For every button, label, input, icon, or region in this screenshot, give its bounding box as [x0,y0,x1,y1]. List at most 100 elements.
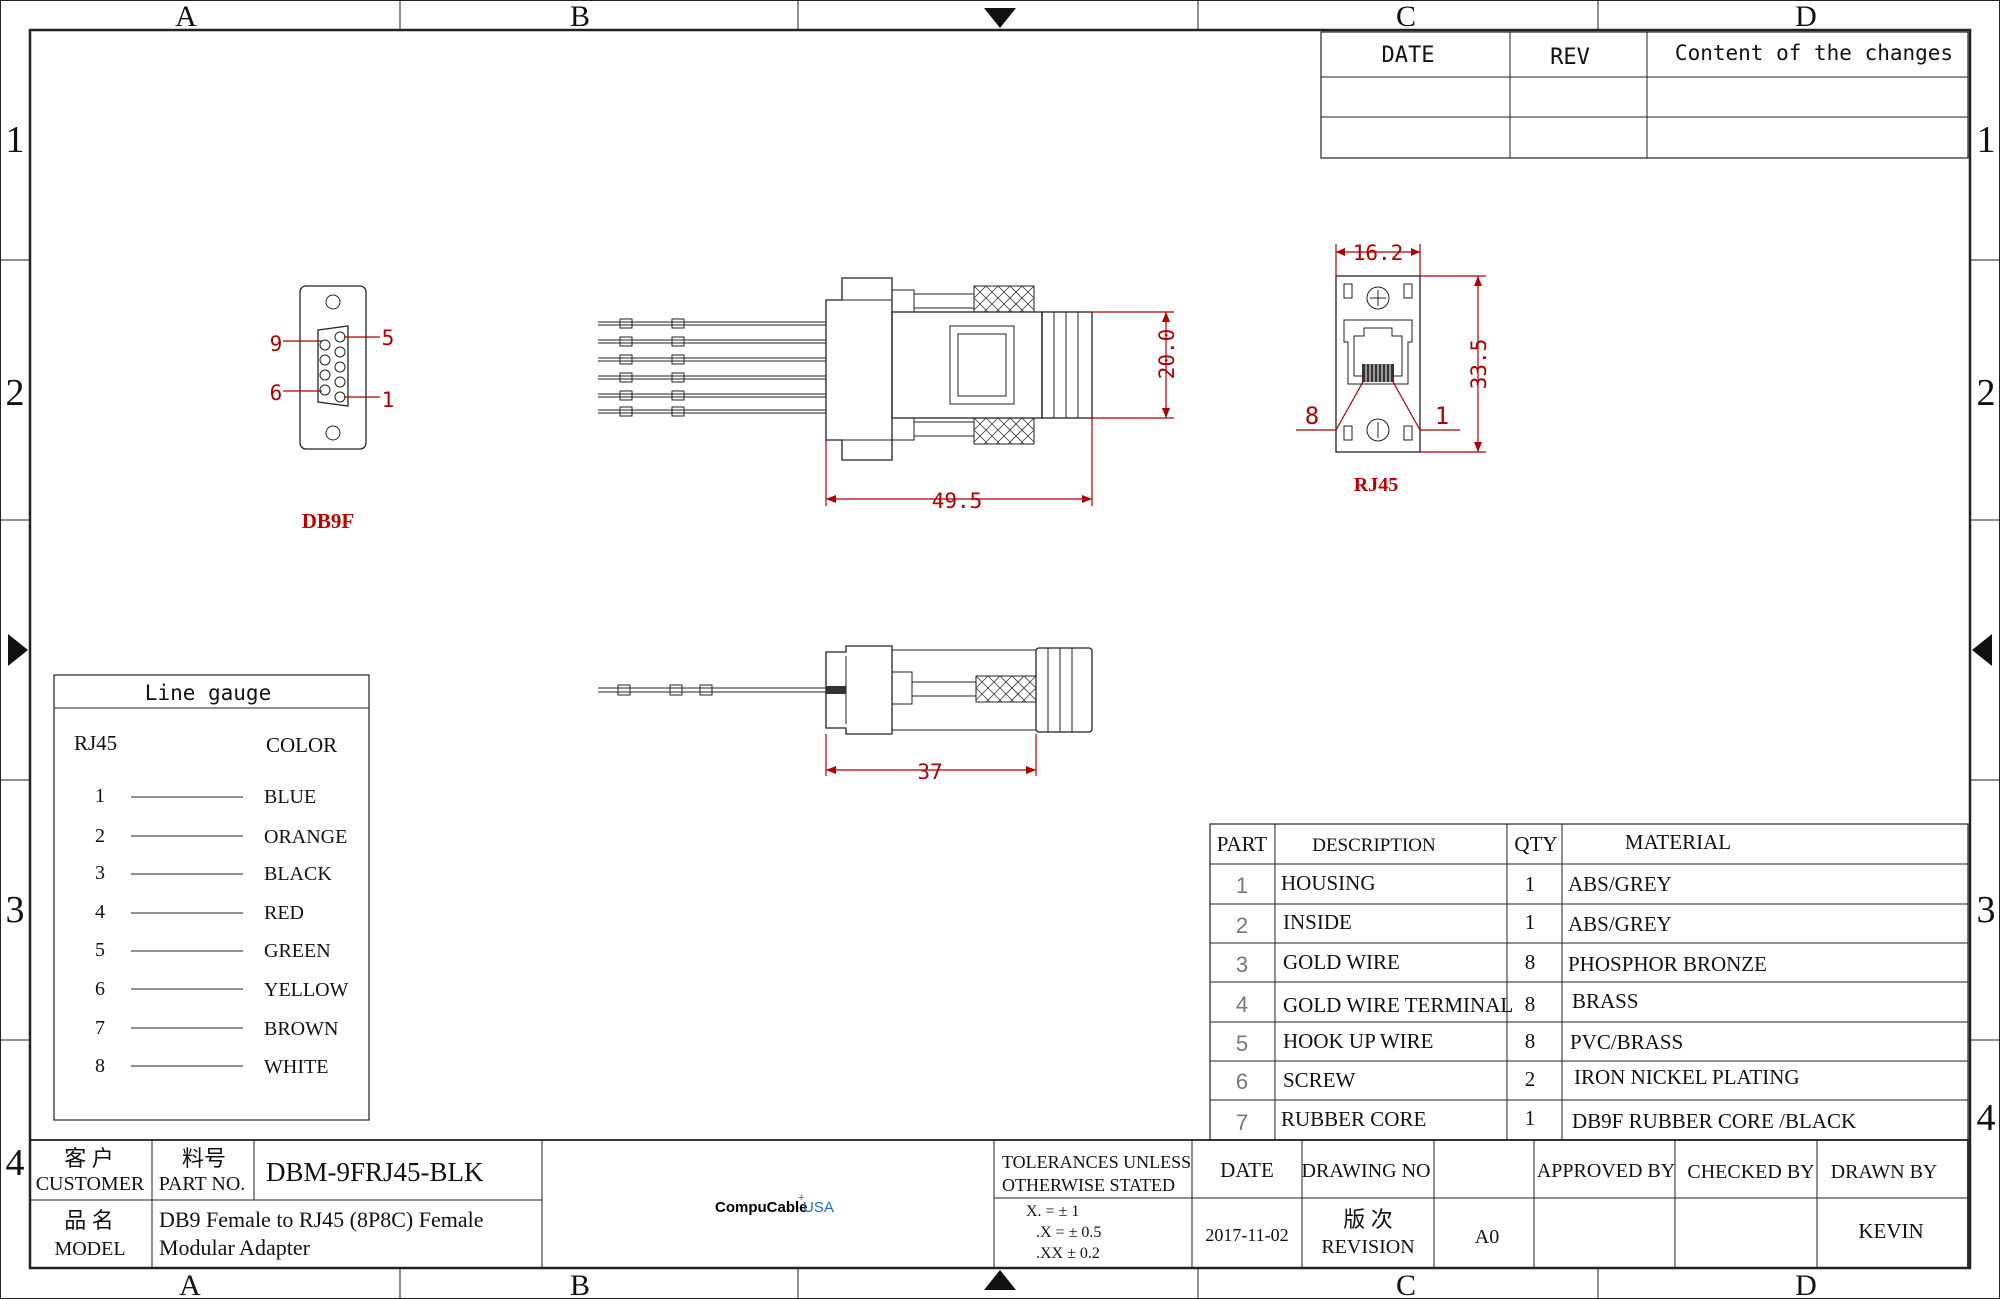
line-gauge-table: Line gauge RJ45 COLOR 1 BLUE 2 ORANGE 3 … [53,674,370,1121]
svg-text:PVC/BRASS: PVC/BRASS [1570,1030,1683,1054]
side-view-dimension-width: 49.5 [932,489,983,513]
revision-value: A0 [1475,1226,1499,1248]
part-no-label-cn: 料号 [182,1146,226,1171]
zone-letter-top-a: A [175,0,197,33]
zone-letter-top-b: B [570,0,590,33]
svg-text:2: 2 [95,825,105,847]
line-gauge-row: 1 BLUE [95,785,316,808]
svg-text:GOLD WIRE: GOLD WIRE [1283,950,1400,974]
title-block: 客 户 CUSTOMER 料号 PART NO. DBM-9FRJ45-BLK … [29,1139,1969,1269]
svg-text:2: 2 [1525,1067,1536,1091]
svg-text:1: 1 [1525,1106,1536,1130]
tolerance-line-2: OTHERWISE STATED [1002,1175,1175,1195]
svg-text:SCREW: SCREW [1283,1068,1356,1092]
parts-table-row: 6 SCREW 2 IRON NICKEL PLATING [1236,1065,1800,1094]
svg-text:CompuCable: CompuCable [715,1199,808,1216]
zone-number-left-1: 1 [6,119,25,161]
tolerance-line-4: .X = ± 0.5 [1036,1224,1101,1241]
drawing-no-label: DRAWING NO [1302,1160,1431,1182]
zone-number-left-4: 4 [6,1142,25,1184]
drawn-by-label: DRAWN BY [1831,1161,1938,1183]
parts-table-row: 3 GOLD WIRE 8 PHOSPHOR BRONZE [1236,950,1767,977]
customer-label-en: CUSTOMER [36,1173,145,1195]
adapter-bottom-view: 37 [598,645,1093,784]
db9f-connector-view: 9 5 6 1 DB9F [270,285,395,533]
svg-text:1: 1 [1525,910,1536,934]
customer-label-cn: 客 户 [64,1146,114,1171]
svg-text:5: 5 [95,939,105,961]
db9f-pin-label-5: 5 [382,326,395,350]
db9f-pin-label-1: 1 [382,388,395,412]
svg-text:3: 3 [95,862,105,884]
tolerance-line-5: .XX ± 0.2 [1036,1245,1100,1262]
line-gauge-row: 7 BROWN [95,1017,338,1040]
zone-number-right-4: 4 [1977,1097,1996,1139]
svg-text:RED: RED [264,902,304,924]
svg-text:1: 1 [1525,872,1536,896]
upper-knurl-pattern [973,285,1035,313]
model-value-line1: DB9 Female to RJ45 (8P8C) Female [159,1207,483,1232]
zone-letter-bottom-d: D [1795,1269,1817,1299]
parts-header-material: MATERIAL [1625,830,1731,854]
rj45-pin-label-1: 1 [1435,402,1449,430]
parts-table-row: 5 HOOK UP WIRE 8 PVC/BRASS [1236,1029,1683,1056]
svg-text:ABS/GREY: ABS/GREY [1568,912,1672,936]
zone-letter-top-d: D [1795,0,1817,33]
date-value: 2017-11-02 [1205,1225,1288,1245]
svg-text:3: 3 [1236,952,1248,977]
zone-number-right-2: 2 [1977,372,1996,414]
parts-table-row: 1 HOUSING 1 ABS/GREY [1236,871,1672,898]
rj45-pin-label-8: 8 [1305,402,1319,430]
svg-text:2: 2 [1236,913,1248,938]
line-gauge-row: 6 YELLOW [95,978,349,1001]
svg-text:HOOK UP WIRE: HOOK UP WIRE [1283,1029,1434,1053]
svg-text:DB9F RUBBER CORE /BLACK: DB9F RUBBER CORE /BLACK [1572,1109,1856,1133]
part-number-value: DBM-9FRJ45-BLK [266,1157,484,1187]
svg-text:RUBBER CORE: RUBBER CORE [1281,1107,1426,1131]
tolerance-line-1: TOLERANCES UNLESS [1002,1152,1191,1172]
line-gauge-title: Line gauge [145,681,271,705]
svg-text:BROWN: BROWN [264,1018,338,1040]
db9f-pin-holes [319,331,346,403]
zone-letter-bottom-c: C [1396,1269,1416,1299]
drawn-by-value: KEVIN [1858,1219,1923,1243]
svg-text:8: 8 [1525,992,1536,1016]
svg-text:4: 4 [1236,992,1248,1017]
svg-text:7: 7 [1236,1110,1248,1135]
db9f-pin-label-9: 9 [270,332,283,356]
db9f-label: DB9F [302,509,355,533]
svg-text:ABS/GREY: ABS/GREY [1568,872,1672,896]
parts-header-description: DESCRIPTION [1312,835,1436,856]
svg-text:+: + [798,1192,804,1204]
adapter-side-view: 20.0 49.5 [598,277,1179,513]
parts-header-qty: QTY [1514,832,1557,856]
line-gauge-header-rj45: RJ45 [74,731,117,755]
center-mark-right-arrow [1972,634,1992,666]
zone-letter-bottom-b: B [570,1269,590,1299]
svg-text:YELLOW: YELLOW [264,979,349,1001]
svg-text:BLACK: BLACK [264,863,332,885]
svg-text:1: 1 [1236,873,1248,898]
compucable-logo: CompuCable USA + [715,1192,834,1216]
svg-text:USA: USA [803,1199,834,1216]
parts-header-part: PART [1217,832,1268,856]
rj45-connector-view: 8 1 16.2 33.5 RJ45 [1296,241,1491,496]
svg-text:ORANGE: ORANGE [264,826,347,848]
lower-knurl-pattern [973,417,1035,445]
line-gauge-row: 3 BLACK [95,862,332,885]
model-label-en: MODEL [54,1238,125,1260]
line-gauge-header-color: COLOR [266,733,337,757]
side-view-wires [598,318,826,417]
approved-by-label: APPROVED BY [1537,1160,1675,1182]
parts-table: PART DESCRIPTION QTY MATERIAL 1 HOUSING … [1209,823,1969,1141]
model-value-line2: Modular Adapter [159,1235,311,1260]
zone-number-right-3: 3 [1977,889,1996,931]
svg-text:8: 8 [1525,950,1536,974]
part-no-label-en: PART NO. [159,1173,246,1195]
zone-number-left-3: 3 [6,889,25,931]
svg-text:BLUE: BLUE [264,786,316,808]
db9f-pin-label-6: 6 [270,381,283,405]
rj45-contact-pins [1362,364,1394,382]
revision-header-content: Content of the changes [1675,41,1953,65]
side-view-dimension-height: 20.0 [1155,329,1179,380]
